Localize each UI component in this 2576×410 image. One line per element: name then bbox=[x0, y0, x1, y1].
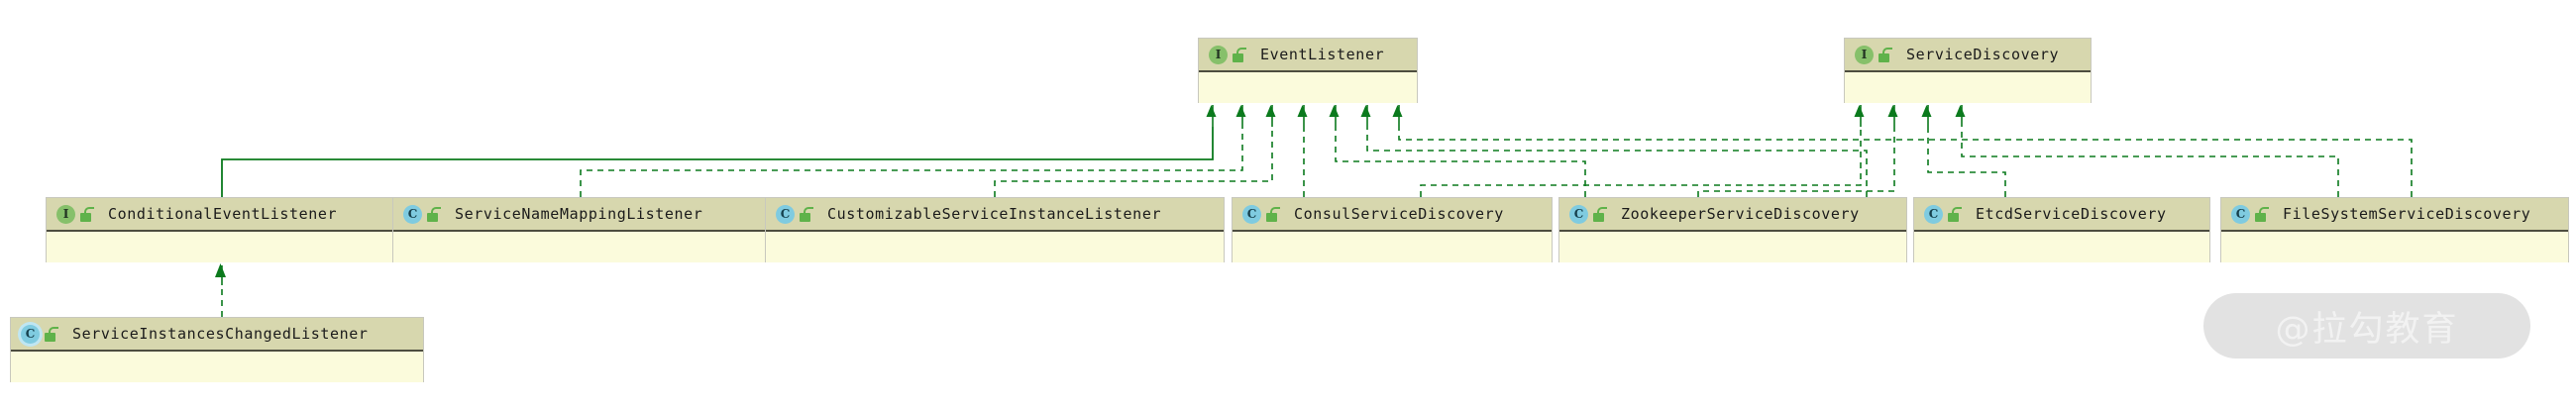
uml-node-serviceinstanceschangedlistener[interactable]: C ServiceInstancesChangedListener bbox=[10, 317, 424, 382]
uml-node-servicediscovery[interactable]: I ServiceDiscovery bbox=[1844, 38, 2092, 103]
edge-etcdservicediscovery-eventlistener bbox=[1366, 127, 1868, 197]
node-header: C ServiceNameMappingListener bbox=[393, 198, 768, 232]
interface-icon: I bbox=[1855, 45, 1874, 64]
unlock-icon bbox=[1266, 206, 1280, 222]
uml-node-consulservicediscovery[interactable]: C ConsulServiceDiscovery bbox=[1232, 197, 1553, 262]
uml-node-servicenamemappinglistener[interactable]: C ServiceNameMappingListener bbox=[392, 197, 769, 262]
node-title: ConditionalEventListener bbox=[108, 205, 338, 223]
node-title: ConsulServiceDiscovery bbox=[1294, 205, 1504, 223]
node-title: ServiceInstancesChangedListener bbox=[72, 325, 369, 343]
class-icon: C bbox=[1569, 204, 1588, 224]
unlock-icon bbox=[1593, 206, 1607, 222]
node-header: C ZookeeperServiceDiscovery bbox=[1559, 198, 1906, 232]
node-header: C EtcdServiceDiscovery bbox=[1914, 198, 2209, 232]
node-members bbox=[393, 232, 768, 262]
node-members bbox=[1914, 232, 2209, 262]
edge-filesystemservicediscovery-eventlistener bbox=[1398, 127, 2413, 197]
uml-node-customizableserviceinstancelistener[interactable]: C CustomizableServiceInstanceListener bbox=[765, 197, 1225, 262]
edge-consulservicediscovery-servicediscovery bbox=[1420, 127, 1862, 197]
node-title: ServiceNameMappingListener bbox=[455, 205, 703, 223]
edge-zookeeperservicediscovery-servicediscovery bbox=[1697, 127, 1895, 197]
node-members bbox=[47, 232, 397, 262]
node-title: ServiceDiscovery bbox=[1906, 46, 2060, 63]
node-header: C FileSystemServiceDiscovery bbox=[2221, 198, 2568, 232]
unlock-icon bbox=[800, 206, 813, 222]
node-header: C ServiceInstancesChangedListener bbox=[11, 318, 423, 352]
edge-customizableserviceinstancelistener-eventlistener bbox=[994, 127, 1273, 197]
node-title: FileSystemServiceDiscovery bbox=[2283, 205, 2531, 223]
node-header: I ConditionalEventListener bbox=[47, 198, 397, 232]
interface-icon: I bbox=[56, 204, 75, 224]
unlock-icon bbox=[80, 206, 94, 222]
unlock-icon bbox=[2255, 206, 2269, 222]
node-header: I EventListener bbox=[1199, 39, 1417, 72]
unlock-icon bbox=[1233, 47, 1246, 62]
unlock-icon bbox=[45, 326, 58, 342]
class-icon: C bbox=[2231, 204, 2250, 224]
node-title: EtcdServiceDiscovery bbox=[1976, 205, 2167, 223]
unlock-icon bbox=[427, 206, 441, 222]
watermark: @拉勾教育 bbox=[2203, 293, 2530, 359]
class-icon: C bbox=[1924, 204, 1943, 224]
edge-etcdservicediscovery-servicediscovery bbox=[1927, 127, 2006, 197]
unlock-icon bbox=[1948, 206, 1962, 222]
node-members bbox=[2221, 232, 2568, 262]
node-members bbox=[1845, 72, 2091, 103]
uml-node-etcdservicediscovery[interactable]: C EtcdServiceDiscovery bbox=[1913, 197, 2210, 262]
class-icon: C bbox=[403, 204, 422, 224]
interface-icon: I bbox=[1209, 45, 1228, 64]
class-icon: C bbox=[21, 324, 40, 344]
uml-node-filesystemservicediscovery[interactable]: C FileSystemServiceDiscovery bbox=[2220, 197, 2569, 262]
node-header: I ServiceDiscovery bbox=[1845, 39, 2091, 72]
node-members bbox=[1199, 72, 1417, 103]
uml-node-zookeeperservicediscovery[interactable]: C ZookeeperServiceDiscovery bbox=[1558, 197, 1907, 262]
uml-node-conditionaleventlistener[interactable]: I ConditionalEventListener bbox=[46, 197, 398, 262]
node-members bbox=[766, 232, 1224, 262]
edge-conditionaleventlistener-eventlistener bbox=[221, 127, 1214, 197]
node-members bbox=[1233, 232, 1552, 262]
node-header: C CustomizableServiceInstanceListener bbox=[766, 198, 1224, 232]
edge-arrowheads-eventlistener bbox=[1206, 105, 1403, 127]
node-title: ZookeeperServiceDiscovery bbox=[1621, 205, 1860, 223]
uml-node-eventlistener[interactable]: I EventListener bbox=[1198, 38, 1418, 103]
edge-arrowheads-servicediscovery bbox=[1854, 105, 1966, 127]
class-icon: C bbox=[776, 204, 795, 224]
edge-servicenamemappinglistener-eventlistener bbox=[580, 127, 1243, 197]
edge-zookeeperservicediscovery-eventlistener bbox=[1335, 127, 1586, 197]
edge-filesystemservicediscovery-servicediscovery bbox=[1961, 127, 2339, 197]
node-title: CustomizableServiceInstanceListener bbox=[827, 205, 1162, 223]
node-members bbox=[11, 352, 423, 382]
arrowhead-conditionaleventlistener bbox=[215, 263, 226, 277]
class-icon: C bbox=[1242, 204, 1261, 224]
unlock-icon bbox=[1878, 47, 1892, 62]
node-header: C ConsulServiceDiscovery bbox=[1233, 198, 1552, 232]
node-title: EventListener bbox=[1260, 46, 1385, 63]
node-members bbox=[1559, 232, 1906, 262]
